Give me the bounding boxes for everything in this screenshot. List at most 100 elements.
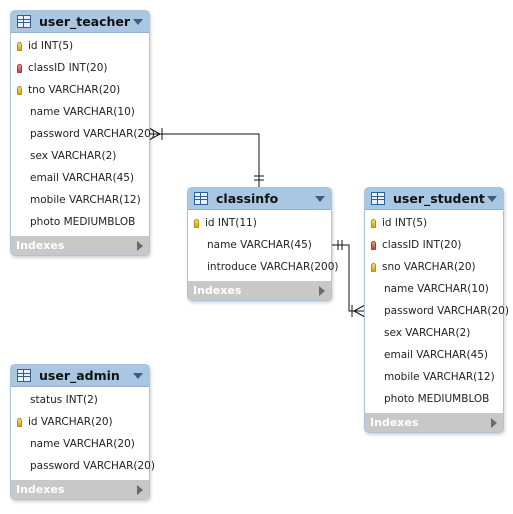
table-title: user_student bbox=[393, 191, 485, 206]
column-text: classID INT(20) bbox=[28, 62, 108, 74]
column-row[interactable]: name VARCHAR(45) bbox=[188, 234, 331, 256]
diamond-filled-icon bbox=[15, 129, 25, 139]
column-row[interactable]: id INT(5) bbox=[11, 35, 149, 57]
collapse-caret-icon[interactable] bbox=[133, 372, 143, 379]
column-row[interactable]: password VARCHAR(20) bbox=[11, 123, 155, 145]
expand-arrow-icon[interactable] bbox=[137, 484, 143, 495]
diamond-filled-icon bbox=[369, 306, 379, 316]
key-yellow-icon bbox=[17, 417, 22, 427]
expand-arrow-icon[interactable] bbox=[319, 285, 325, 296]
column-text: email VARCHAR(45) bbox=[30, 172, 135, 184]
table-classinfo[interactable]: classinfo id INT(11) name VARCHAR(45) intr… bbox=[187, 187, 339, 301]
column-text: email VARCHAR(45) bbox=[384, 349, 489, 361]
column-row[interactable]: email VARCHAR(45) bbox=[365, 344, 503, 366]
column-row[interactable]: id VARCHAR(20) bbox=[11, 411, 149, 433]
diamond-filled-icon bbox=[369, 350, 379, 360]
column-row[interactable]: password VARCHAR(20) bbox=[365, 300, 509, 322]
expand-arrow-icon[interactable] bbox=[491, 417, 497, 428]
collapse-caret-icon[interactable] bbox=[315, 195, 325, 202]
table-header[interactable]: user_student bbox=[365, 188, 503, 210]
diamond-filled-icon bbox=[15, 151, 25, 161]
column-row[interactable]: classID INT(20) bbox=[11, 57, 149, 79]
column-list: id INT(5) classID INT(20) tno VARCHAR(20) n… bbox=[11, 33, 155, 236]
indexes-footer[interactable]: Indexes bbox=[11, 480, 149, 499]
column-row[interactable]: photo MEDIUMBLOB bbox=[11, 211, 149, 233]
column-row[interactable]: classID INT(20) bbox=[365, 234, 503, 256]
diamond-filled-icon bbox=[15, 439, 25, 449]
column-row[interactable]: name VARCHAR(10) bbox=[11, 101, 149, 123]
diamond-filled-icon bbox=[369, 284, 379, 294]
column-row[interactable]: photo MEDIUMBLOB bbox=[365, 388, 503, 410]
collapse-caret-icon[interactable] bbox=[133, 18, 143, 25]
column-row[interactable]: password VARCHAR(20) bbox=[11, 455, 155, 477]
indexes-footer[interactable]: Indexes bbox=[11, 236, 149, 255]
diamond-filled-icon bbox=[15, 461, 25, 471]
column-row[interactable]: id INT(5) bbox=[365, 212, 503, 234]
diamond-empty-icon bbox=[15, 217, 25, 227]
diamond-filled-icon bbox=[192, 240, 202, 250]
column-text: name VARCHAR(20) bbox=[30, 438, 135, 450]
table-grid-icon bbox=[371, 192, 385, 205]
table-grid-icon bbox=[17, 15, 31, 28]
table-user-teacher[interactable]: user_teacher id INT(5) classID INT(20) tno… bbox=[10, 10, 155, 256]
column-row[interactable]: tno VARCHAR(20) bbox=[11, 79, 149, 101]
indexes-footer[interactable]: Indexes bbox=[365, 413, 503, 432]
column-text: password VARCHAR(20) bbox=[384, 305, 509, 317]
key-yellow-icon bbox=[194, 218, 199, 228]
column-row[interactable]: sex VARCHAR(2) bbox=[11, 145, 149, 167]
indexes-label: Indexes bbox=[193, 284, 242, 297]
table-user-student[interactable]: user_student id INT(5)classID INT(20) sno… bbox=[364, 187, 509, 433]
crowfoot-teacher-2 bbox=[148, 133, 161, 141]
column-row[interactable]: name VARCHAR(20) bbox=[11, 433, 149, 455]
table-header[interactable]: classinfo bbox=[188, 188, 331, 210]
column-text: id INT(11) bbox=[205, 217, 257, 229]
column-text: tno VARCHAR(20) bbox=[28, 84, 121, 96]
column-list: status INT(2) id VARCHAR(20) name VARCHAR(… bbox=[11, 387, 155, 480]
column-text: name VARCHAR(45) bbox=[207, 239, 312, 251]
diamond-filled-icon bbox=[15, 107, 25, 117]
expand-arrow-icon[interactable] bbox=[137, 240, 143, 251]
table-user-admin[interactable]: user_admin status INT(2) id VARCHAR(20) na… bbox=[10, 364, 155, 500]
column-row[interactable]: mobile VARCHAR(12) bbox=[365, 366, 503, 388]
column-text: introduce VARCHAR(200) bbox=[207, 261, 339, 273]
column-row[interactable]: sex VARCHAR(2) bbox=[365, 322, 503, 344]
crowfoot-student-1 bbox=[353, 304, 366, 312]
key-yellow-icon bbox=[371, 218, 376, 228]
column-row[interactable]: email VARCHAR(45) bbox=[11, 167, 149, 189]
diamond-filled-icon bbox=[15, 173, 25, 183]
column-row[interactable]: mobile VARCHAR(12) bbox=[11, 189, 149, 211]
diamond-filled-icon bbox=[369, 372, 379, 382]
column-row[interactable]: sno VARCHAR(20) bbox=[365, 256, 503, 278]
indexes-footer[interactable]: Indexes bbox=[188, 281, 331, 300]
indexes-label: Indexes bbox=[370, 416, 419, 429]
column-text: sex VARCHAR(2) bbox=[30, 150, 117, 162]
diamond-filled-icon bbox=[192, 262, 202, 272]
column-text: name VARCHAR(10) bbox=[384, 283, 489, 295]
table-grid-icon bbox=[194, 192, 208, 205]
column-text: mobile VARCHAR(12) bbox=[384, 371, 495, 383]
indexes-label: Indexes bbox=[16, 239, 65, 252]
crowfoot-teacher-1 bbox=[148, 127, 161, 135]
table-title: classinfo bbox=[216, 191, 279, 206]
table-header[interactable]: user_teacher bbox=[11, 11, 149, 33]
column-row[interactable]: name VARCHAR(10) bbox=[365, 278, 503, 300]
column-row[interactable]: status INT(2) bbox=[11, 389, 149, 411]
table-header[interactable]: user_admin bbox=[11, 365, 149, 387]
diamond-empty-icon bbox=[15, 395, 25, 405]
diamond-filled-icon bbox=[369, 328, 379, 338]
column-text: id INT(5) bbox=[28, 40, 74, 52]
indexes-label: Indexes bbox=[16, 483, 65, 496]
column-row[interactable]: introduce VARCHAR(200) bbox=[188, 256, 339, 278]
table-grid-icon bbox=[17, 369, 31, 382]
collapse-caret-icon[interactable] bbox=[487, 195, 497, 202]
column-text: id VARCHAR(20) bbox=[28, 416, 113, 428]
column-text: mobile VARCHAR(12) bbox=[30, 194, 141, 206]
column-row[interactable]: id INT(11) bbox=[188, 212, 331, 234]
column-text: sex VARCHAR(2) bbox=[384, 327, 471, 339]
key-yellow-icon bbox=[17, 41, 22, 51]
column-text: photo MEDIUMBLOB bbox=[30, 216, 136, 228]
column-text: sno VARCHAR(20) bbox=[382, 261, 476, 273]
column-text: password VARCHAR(20) bbox=[30, 460, 155, 472]
key-red-icon bbox=[371, 240, 376, 250]
